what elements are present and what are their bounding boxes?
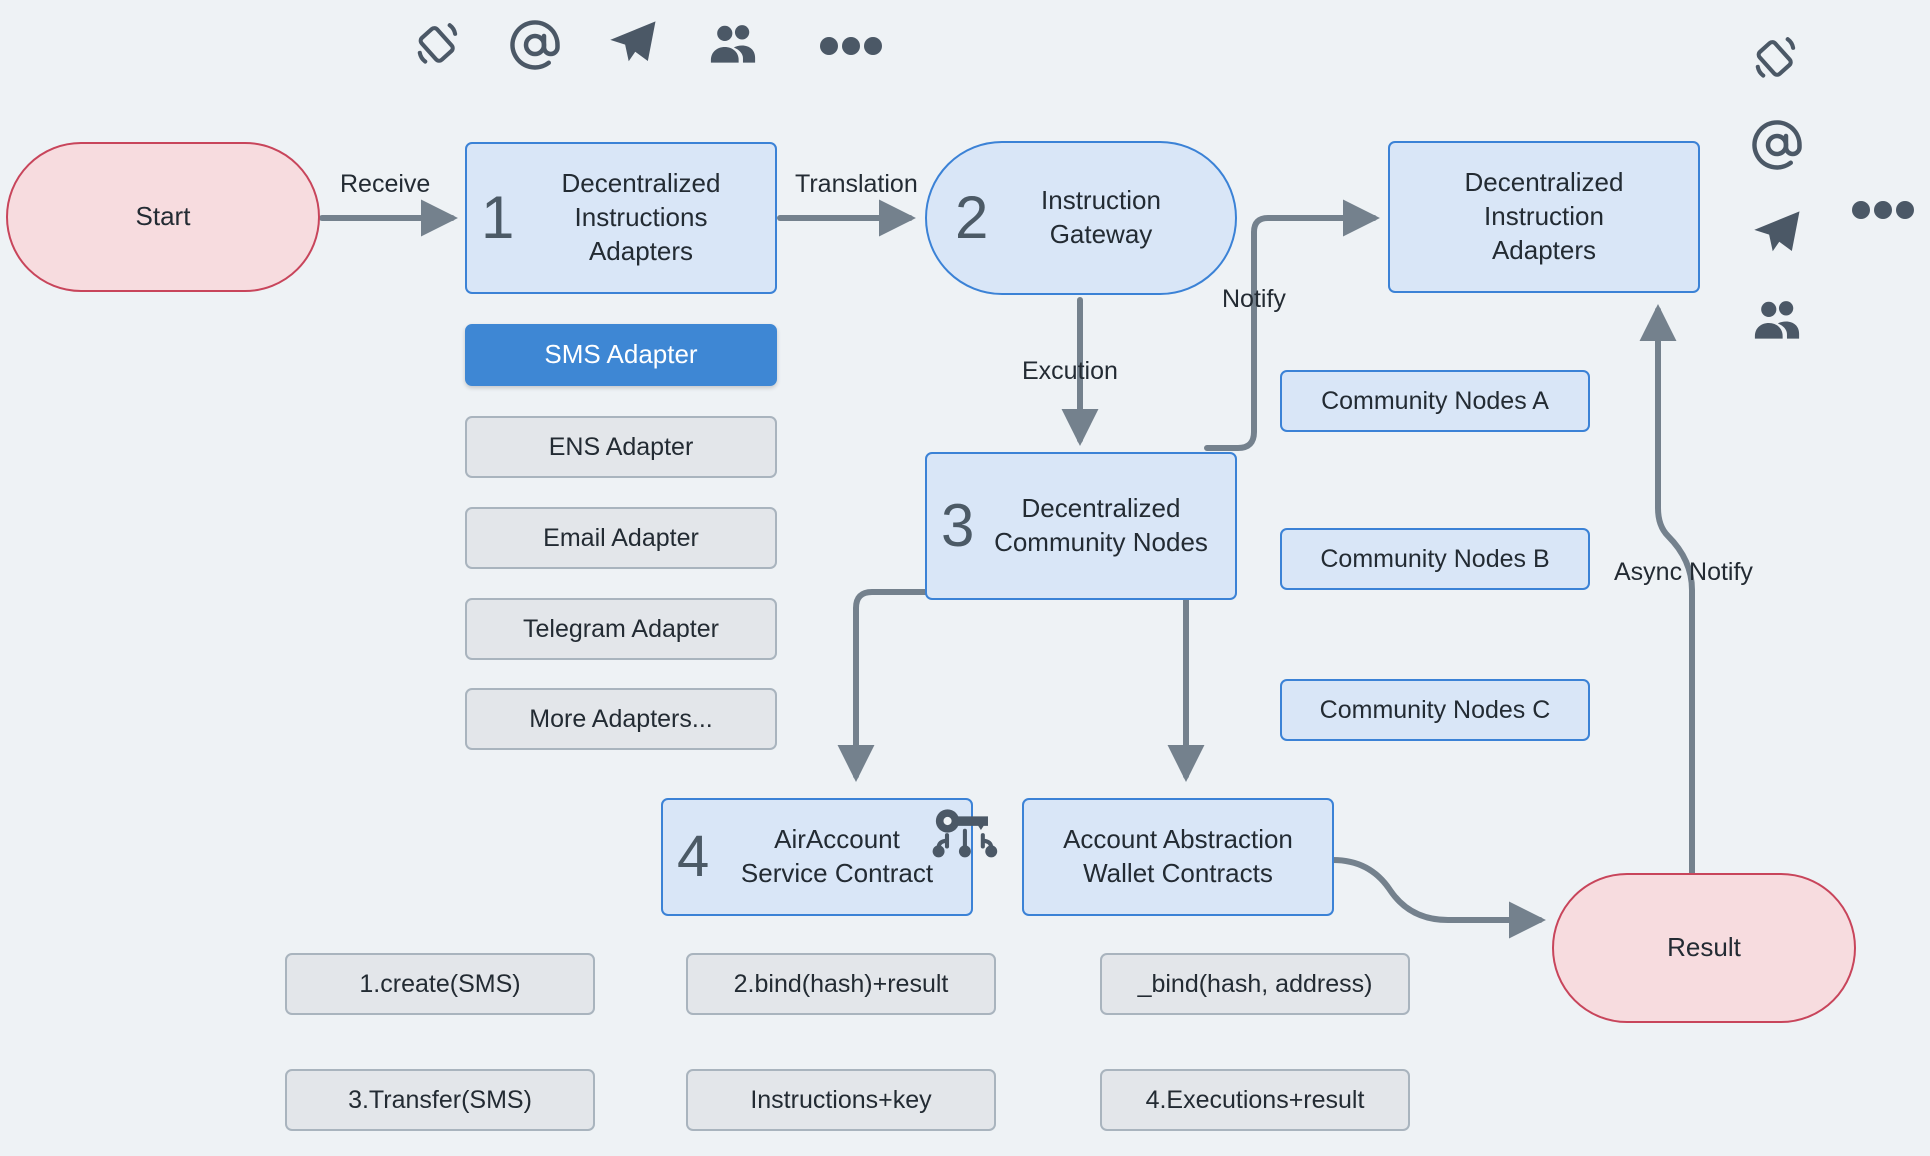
call-chip-transfer-sms[interactable]: 3.Transfer(SMS): [285, 1069, 595, 1131]
node-step2-number: 2: [955, 184, 989, 251]
people-icon: [706, 18, 760, 70]
call-chip-bind-hash-address-label: _bind(hash, address): [1137, 969, 1373, 998]
call-chip-transfer-sms-label: 3.Transfer(SMS): [348, 1085, 532, 1114]
node-start[interactable]: Start: [6, 142, 320, 292]
call-chip-create-sms-label: 1.create(SMS): [359, 969, 521, 998]
call-chip-executions-result[interactable]: 4.Executions+result: [1100, 1069, 1410, 1131]
call-chip-bind-hash-result-label: 2.bind(hash)+result: [733, 969, 949, 998]
ellipsis-icon: [820, 36, 882, 56]
node-start-label: Start: [135, 201, 191, 232]
edge-wallet-to-result: [1330, 857, 1546, 939]
call-chip-create-sms[interactable]: 1.create(SMS): [285, 953, 595, 1015]
adapter-item-more[interactable]: More Adapters...: [465, 688, 777, 750]
community-node-b[interactable]: Community Nodes B: [1280, 528, 1590, 590]
community-node-c-label: Community Nodes C: [1319, 695, 1551, 724]
adapter-item-telegram-label: Telegram Adapter: [523, 614, 719, 643]
key-node-icon: [928, 802, 1004, 883]
community-node-a-label: Community Nodes A: [1321, 386, 1549, 415]
adapter-item-email-label: Email Adapter: [543, 523, 699, 552]
node-result-label: Result: [1667, 932, 1741, 963]
adapter-item-ens[interactable]: ENS Adapter: [465, 416, 777, 478]
call-chip-instructions-key-label: Instructions+key: [750, 1085, 932, 1114]
community-node-b-label: Community Nodes B: [1320, 544, 1550, 573]
adapter-item-sms[interactable]: SMS Adapter: [465, 324, 777, 386]
ellipsis-icon: [1852, 200, 1914, 220]
node-result[interactable]: Result: [1552, 873, 1856, 1023]
community-node-c[interactable]: Community Nodes C: [1280, 679, 1590, 741]
edge-label-receive: Receive: [340, 170, 431, 198]
at-sign-icon: [1750, 118, 1804, 172]
people-icon: [1750, 294, 1804, 346]
adapter-item-telegram[interactable]: Telegram Adapter: [465, 598, 777, 660]
call-chip-bind-hash-result[interactable]: 2.bind(hash)+result: [686, 953, 996, 1015]
call-chip-bind-hash-address[interactable]: _bind(hash, address): [1100, 953, 1410, 1015]
adapter-item-email[interactable]: Email Adapter: [465, 507, 777, 569]
community-node-a[interactable]: Community Nodes A: [1280, 370, 1590, 432]
adapter-item-ens-label: ENS Adapter: [548, 432, 694, 461]
paper-plane-icon: [606, 16, 660, 70]
edge-label-notify: Notify: [1222, 285, 1286, 313]
edge-result-to-adapters-async: [1639, 304, 1695, 879]
at-sign-icon: [508, 18, 562, 72]
edge-label-translation: Translation: [795, 170, 918, 198]
device-rotate-icon: [412, 18, 464, 70]
paper-plane-icon: [1750, 206, 1804, 260]
call-chip-instructions-key[interactable]: Instructions+key: [686, 1069, 996, 1131]
adapter-item-more-label: More Adapters...: [529, 704, 713, 733]
adapter-item-sms-label: SMS Adapter: [544, 339, 698, 370]
edge-label-async-notify: Async Notify: [1614, 558, 1753, 586]
edge-step3-to-step4: [837, 589, 928, 782]
call-chip-executions-result-label: 4.Executions+result: [1145, 1085, 1365, 1114]
node-step1-number: 1: [481, 184, 515, 251]
edge-label-execution: Excution: [1022, 357, 1118, 385]
device-rotate-icon: [1750, 32, 1802, 84]
